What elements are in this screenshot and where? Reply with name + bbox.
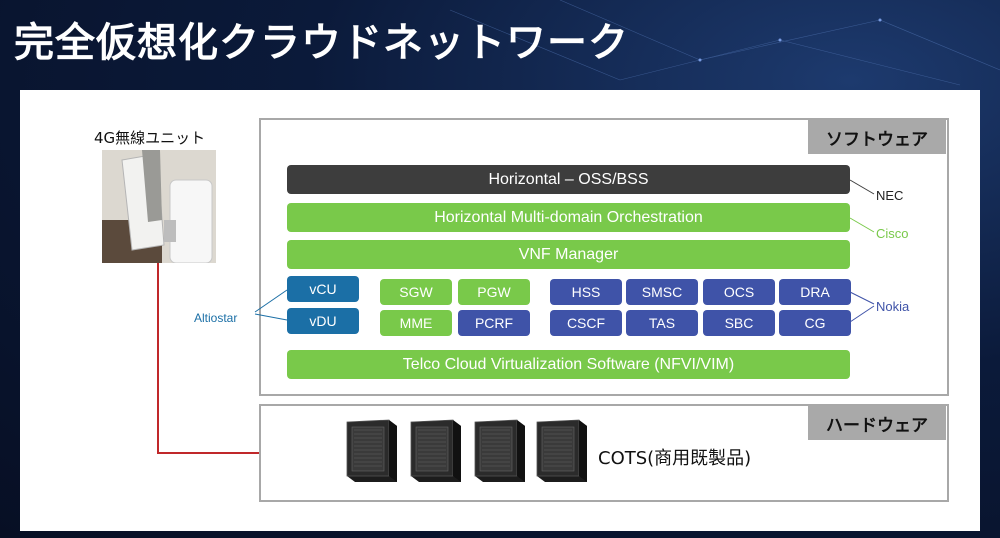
- cg-chip: CG: [779, 310, 851, 336]
- pcrf-chip: PCRF: [458, 310, 530, 336]
- vnf-manager-bar: VNF Manager: [287, 240, 850, 269]
- tas-chip: TAS: [626, 310, 698, 336]
- server-rack-icon: [407, 418, 463, 484]
- nokia-label: Nokia: [876, 299, 910, 314]
- server-rack-icon: [533, 418, 589, 484]
- radio-unit-label: 4G無線ユニット: [94, 129, 206, 147]
- hss-chip: HSS: [550, 279, 622, 305]
- server-rack-icon: [471, 418, 527, 484]
- nfvi-bar: Telco Cloud Virtualization Software (NFV…: [287, 350, 850, 379]
- hardware-box: [259, 404, 949, 502]
- sbc-chip: SBC: [703, 310, 775, 336]
- ocs-chip: OCS: [703, 279, 775, 305]
- server-rack-icon: [343, 418, 399, 484]
- cisco-label: Cisco: [876, 226, 909, 241]
- radio-unit-photo: [102, 150, 216, 263]
- vdu-chip: vDU: [287, 308, 359, 334]
- sgw-chip: SGW: [380, 279, 452, 305]
- oss-bss-bar: Horizontal – OSS/BSS: [287, 165, 850, 194]
- dra-chip: DRA: [779, 279, 851, 305]
- mme-chip: MME: [380, 310, 452, 336]
- cots-label: COTS(商用既製品): [598, 448, 752, 469]
- pgw-chip: PGW: [458, 279, 530, 305]
- smsc-chip: SMSC: [626, 279, 698, 305]
- orchestration-bar: Horizontal Multi-domain Orchestration: [287, 203, 850, 232]
- altiostar-label: Altiostar: [194, 311, 238, 325]
- vcu-chip: vCU: [287, 276, 359, 302]
- hardware-tag: ハードウェア: [808, 406, 946, 440]
- nec-label: NEC: [876, 188, 904, 203]
- software-tag: ソフトウェア: [808, 120, 946, 154]
- slide-title: 完全仮想化クラウドネットワーク: [14, 20, 629, 66]
- cscf-chip: CSCF: [550, 310, 622, 336]
